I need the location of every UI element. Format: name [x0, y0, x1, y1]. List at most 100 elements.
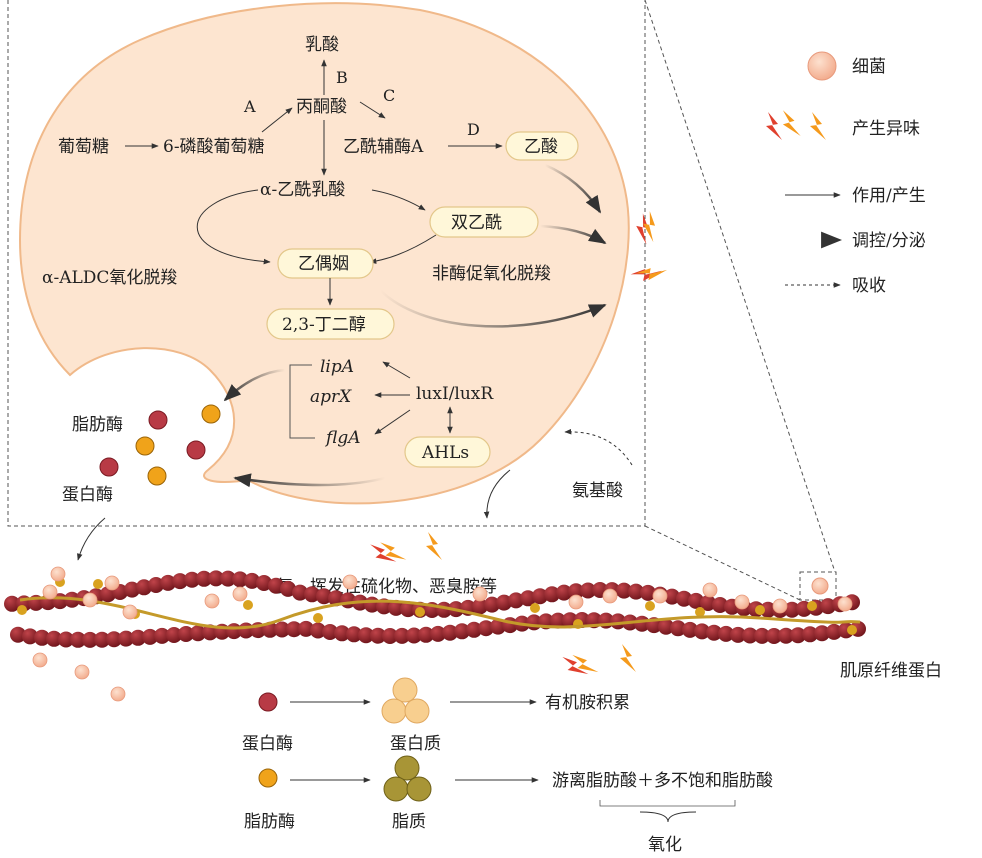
fiber-bead: [106, 631, 122, 648]
fiber-bead: [442, 624, 458, 641]
acetyl-coa-label: 乙酰辅酶A: [343, 137, 424, 157]
fiber-bead: [304, 586, 320, 603]
fiber-bead: [742, 627, 758, 644]
bacteria-icon: [204, 593, 220, 609]
oxidation-brace: [639, 811, 697, 823]
fiber-bead: [382, 628, 398, 644]
fiber-bead: [400, 601, 416, 618]
lipa-gene-label: lipA: [320, 357, 354, 377]
arrow-lux-lipa: [382, 361, 411, 379]
arrow-acetolactate-acetoin: [196, 189, 271, 265]
lipase-dot: [135, 436, 155, 456]
protein-label: 蛋白质: [390, 734, 441, 754]
oxidation-bracket-outer: [599, 800, 736, 807]
zoom-frame: [7, 0, 837, 601]
acetolactate-label: α-乙酰乳酸: [260, 180, 345, 200]
aprx-gene-label: aprX: [310, 387, 352, 407]
fiber-node: [847, 625, 857, 635]
fiber-bead: [274, 621, 290, 638]
protein-ball: [381, 698, 407, 724]
lipase-dot: [258, 768, 278, 788]
bacteria-icon: [652, 588, 668, 604]
fiber-node: [93, 579, 103, 589]
fiber-bead: [766, 628, 782, 644]
fiber-bead: [130, 629, 146, 646]
acetoin-pill: [277, 248, 374, 279]
fiber-bead: [628, 583, 644, 600]
protein-degradation: 蛋白酶 蛋白质 有机胺积累: [242, 677, 630, 754]
fiber-bead: [712, 597, 728, 613]
fiber-bead: [172, 573, 188, 590]
fiber-bead: [202, 624, 218, 641]
fiber-node: [313, 613, 323, 623]
step-b-label: B: [336, 68, 348, 87]
luxir-label: luxI/luxR: [416, 384, 494, 404]
arrow-secrete-protease: [233, 473, 386, 488]
arrow-absorb-amino: [564, 428, 633, 466]
fiber-bead: [10, 626, 26, 643]
bacteria-icon: [568, 594, 584, 610]
fiber-bead: [478, 620, 494, 637]
bacteria-icon: [104, 575, 120, 591]
fiber-bead: [334, 625, 350, 642]
fiber-bead: [496, 594, 512, 611]
fiber-bead: [190, 625, 206, 642]
lipid-label: 脂质: [392, 812, 426, 832]
odor-secretion-arrows: [379, 163, 607, 328]
arrow-diacetyl-acetoin: [369, 234, 437, 264]
fiber-bead: [244, 572, 260, 589]
fiber-bead: [154, 627, 170, 644]
arrow-enzymes-fiber: [77, 517, 106, 561]
fiber-bead: [520, 590, 536, 607]
fiber-bead: [706, 624, 722, 641]
fiber-bead: [82, 631, 98, 648]
fiber-bead: [490, 618, 506, 635]
arrow-cell-fiber: [483, 469, 511, 519]
fiber-bead: [196, 570, 212, 587]
odor-icon: [631, 210, 663, 245]
protease-dot: [258, 692, 278, 712]
protein-ball: [392, 677, 418, 703]
fiber-node: [243, 600, 253, 610]
lipid-ball: [383, 776, 409, 802]
fiber-bead: [70, 631, 86, 648]
fiber-bead: [166, 627, 182, 643]
fiber-bead: [118, 630, 134, 647]
legend-absorb-label: 吸收: [852, 276, 886, 296]
ahls-label: AHLs: [421, 443, 469, 463]
fiber-bead: [640, 584, 656, 601]
bacteria-icon: [50, 566, 66, 582]
fiber-bead: [754, 627, 770, 644]
bottom-protease-label: 蛋白酶: [242, 734, 293, 754]
protein-ball: [404, 698, 430, 724]
fiber-bead: [466, 621, 482, 638]
metabolic-pathway: 乳酸 B A 丙酮酸 C 葡萄糖 6-磷酸葡萄糖 乙酰辅酶A D 乙酸 α-乙酰…: [42, 35, 579, 340]
amino-acid-label: 氨基酸: [572, 481, 623, 501]
fiber-bead: [136, 579, 152, 596]
fiber-bead: [310, 622, 326, 639]
legend-regulate-label: 调控/分泌: [852, 231, 926, 251]
acetic-acid-label: 乙酸: [524, 137, 558, 157]
oxidation-label: 氧化: [648, 835, 682, 855]
bacteria-cluster: [32, 566, 853, 702]
arrow-pyruvate-acetylcoa: [359, 101, 386, 119]
fiber-bead: [232, 571, 248, 588]
bacteria-icon: [110, 686, 126, 702]
bacteria-icon: [472, 586, 488, 602]
fiber-bead: [472, 598, 488, 615]
fiber-bead: [358, 627, 374, 644]
fiber-bead: [784, 601, 800, 618]
fiber-node: [17, 605, 27, 615]
protease-label: 蛋白酶: [62, 485, 113, 505]
fiber-bead: [580, 582, 596, 599]
quorum-sensing: lipA aprX flgA luxI/luxR AHLs: [223, 357, 494, 488]
nonenzymatic-label: 非酶促氧化脱羧: [432, 264, 551, 284]
fiber-bead: [688, 592, 704, 609]
fiber-bead: [760, 601, 776, 618]
fiber-bead: [148, 577, 164, 593]
fiber-bead: [508, 592, 524, 609]
diacetyl-pill: [429, 206, 539, 238]
fiber-bead: [268, 577, 284, 594]
butanediol-pill: [266, 308, 395, 340]
